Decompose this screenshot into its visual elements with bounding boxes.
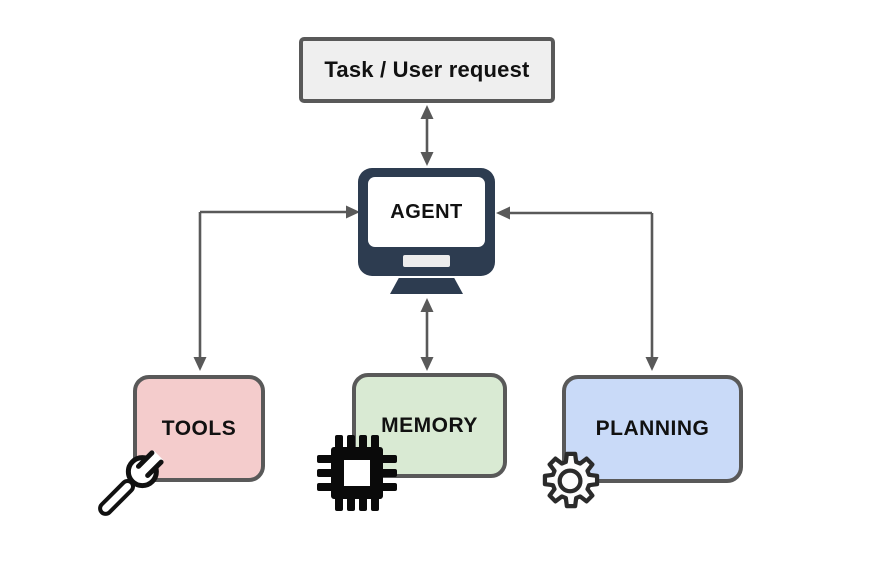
agent-screen: AGENT xyxy=(368,177,485,247)
memory-node: MEMORY xyxy=(352,373,507,478)
monitor-stand xyxy=(390,278,463,294)
planning-label: PLANNING xyxy=(595,417,710,440)
agent-label: AGENT xyxy=(390,200,463,223)
task-request-node: Task / User request xyxy=(299,37,555,103)
edge-planning-agent xyxy=(496,206,659,371)
edge-task-agent xyxy=(420,105,434,166)
memory-label: MEMORY xyxy=(381,413,478,437)
edge-tools-agent xyxy=(193,205,360,371)
task-request-label: Task / User request xyxy=(324,57,530,82)
monitor-slot xyxy=(403,255,450,267)
edge-agent-memory xyxy=(420,298,434,371)
planning-node: PLANNING xyxy=(562,375,743,483)
tools-node: TOOLS xyxy=(133,375,265,482)
tools-label: TOOLS xyxy=(161,416,237,440)
agent-node: AGENT xyxy=(358,168,495,295)
